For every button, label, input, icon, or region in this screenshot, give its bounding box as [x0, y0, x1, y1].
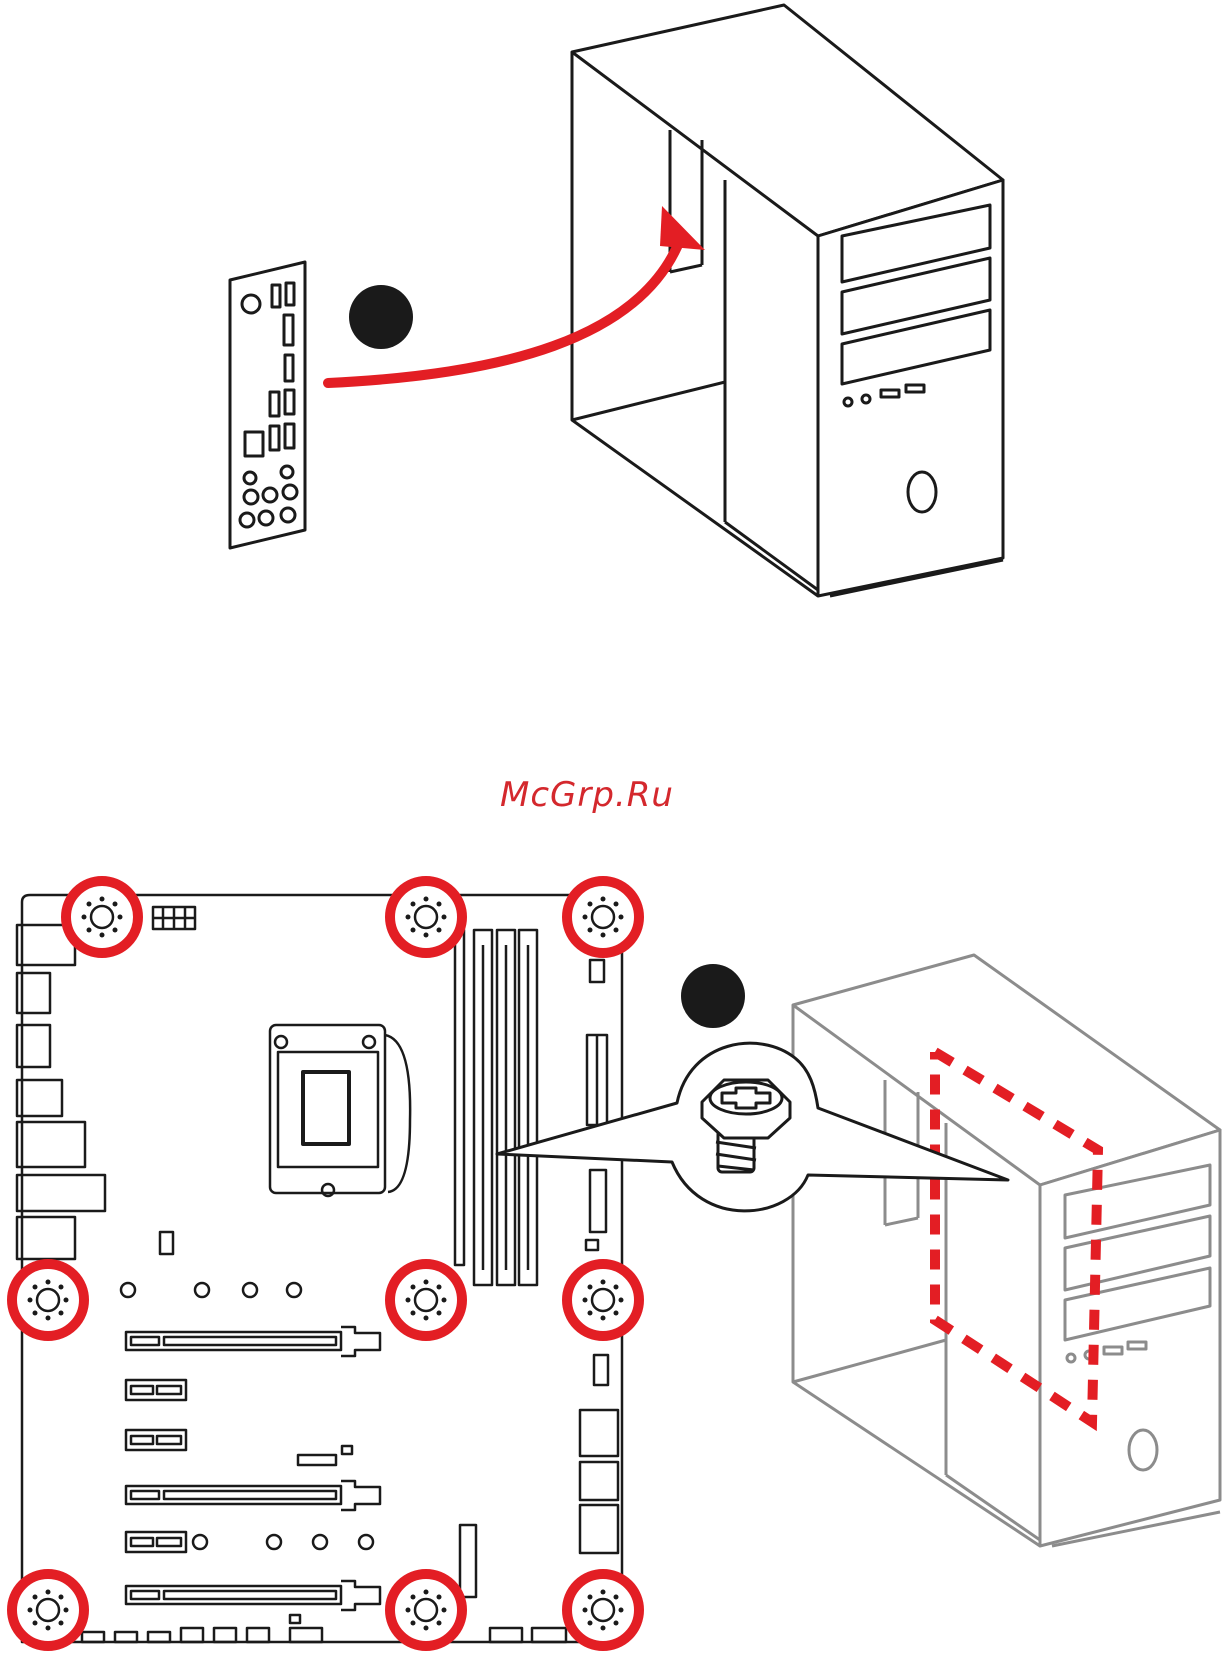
- pc-case-gray-icon: [793, 955, 1220, 1546]
- mounting-hole-icon: [567, 1264, 639, 1336]
- mounting-hole-icon: [390, 1574, 462, 1646]
- io-shield-icon: [230, 262, 305, 548]
- step-1-badge: [349, 285, 413, 349]
- step-2-badge: [681, 964, 745, 1028]
- mounting-hole-icon: [66, 881, 138, 953]
- step-1-panel: [230, 5, 1003, 596]
- motherboard-icon: [17, 895, 622, 1642]
- watermark-text: McGrp.Ru: [500, 775, 760, 815]
- mounting-hole-icon: [390, 1264, 462, 1336]
- mounting-hole-icon: [12, 1574, 84, 1646]
- mounting-hole-icon: [12, 1264, 84, 1336]
- mounting-hole-icon: [390, 881, 462, 953]
- mounting-hole-icon: [567, 881, 639, 953]
- mounting-hole-icon: [567, 1574, 639, 1646]
